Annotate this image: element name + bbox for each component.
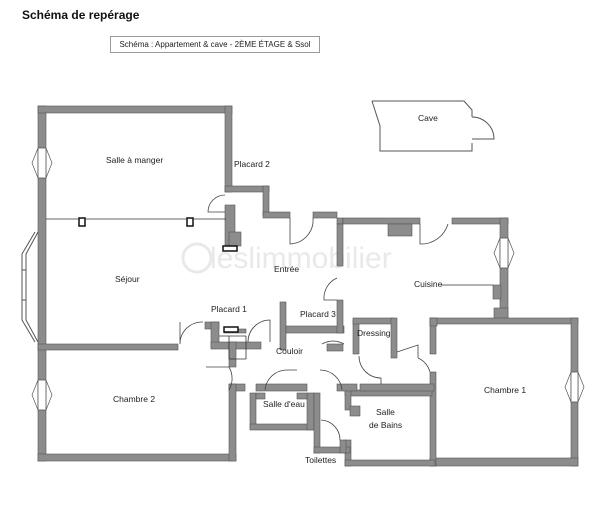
walls — [37, 105, 579, 467]
room-salle-de-bains-label-2: de Bains — [369, 420, 402, 430]
room-salle-de-bains-label-1: Salle — [376, 407, 395, 417]
room-cuisine-label: Cuisine — [414, 279, 443, 289]
watermark-text: leslimmobilier — [210, 242, 392, 275]
plan-caption: Schéma : Appartement & cave - 2ÈME ÉTAGE… — [110, 36, 320, 53]
bay-window — [21, 231, 39, 343]
page-title: Schéma de repérage — [22, 8, 140, 22]
room-couloir-label: Couloir — [276, 346, 303, 356]
room-placard-3-label: Placard 3 — [300, 309, 336, 319]
window-swings — [31, 147, 585, 411]
room-salle-a-manger-label: Salle à manger — [106, 155, 163, 165]
room-cave-label: Cave — [418, 113, 438, 123]
room-dressing-label: Dressing — [357, 328, 391, 338]
room-placard-1-label: Placard 1 — [211, 304, 247, 314]
room-salle-d-eau-label: Salle d'eau — [263, 399, 305, 409]
room-chambre-1-label: Chambre 1 — [484, 385, 526, 395]
room-sejour-label: Séjour — [115, 274, 140, 284]
room-toilettes-label: Toilettes — [305, 455, 336, 465]
room-placard-2-label: Placard 2 — [234, 159, 270, 169]
watermark-logo — [181, 242, 213, 274]
doors — [179, 194, 449, 441]
room-labels: Cave Salle à manger Placard 2 Séjour Ent… — [106, 113, 526, 465]
cave-walls — [371, 100, 495, 152]
thin-lines — [46, 218, 493, 360]
windows — [37, 147, 579, 411]
room-chambre-2-label: Chambre 2 — [113, 394, 155, 404]
room-entree-label: Entrée — [274, 264, 299, 274]
